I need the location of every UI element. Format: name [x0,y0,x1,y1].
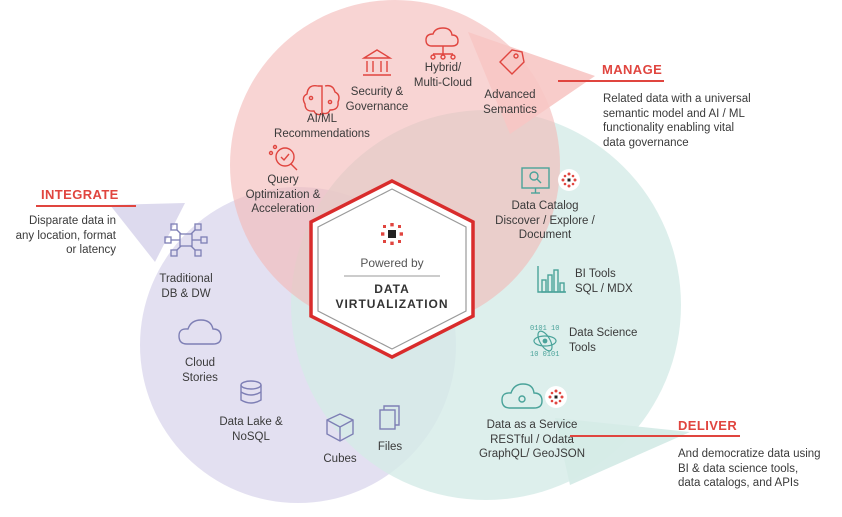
integrate-item-files: Files [377,441,403,453]
integrate-heading-underline [36,205,136,207]
manage-heading-underline [558,80,664,82]
manage-heading: MANAGE [602,62,663,77]
integrate-item-lake: Data Lake &NoSQL [219,416,283,443]
manage-item-security: Security &Governance [345,86,409,113]
tag-icon [499,49,525,75]
manage-wedge [468,32,595,134]
deliver-wedge [555,418,690,485]
brain-icon [302,84,340,116]
integrate-heading: INTEGRATE [41,187,119,202]
database-icon [240,380,262,404]
manage-item-hybrid: Hybrid/Multi-Cloud [413,62,473,89]
integrate-wedge [110,203,185,262]
deliver-heading: DELIVER [678,418,738,433]
cloud-gear-icon [501,383,543,409]
svg-text:0101 10: 0101 10 [530,325,559,333]
deliver-heading-underline [570,435,740,437]
cube-icon [326,413,354,442]
cloud-icon [178,319,222,345]
bar-chart-icon [537,266,566,293]
network-nodes-icon [164,223,208,257]
denodo-logo-icon [558,169,580,191]
center-powered-by: Powered by [360,256,424,270]
integrate-item-cubes: Cubes [323,453,357,465]
svg-text:10 0101: 10 0101 [530,351,559,359]
cloud-network-icon [425,27,459,60]
center-title-line2: VIRTUALIZATION [335,297,449,311]
query-magnifier-icon [268,144,298,171]
files-icon [379,405,400,430]
center-logo-icon [381,223,403,245]
binary-atom-icon: 0101 10 10 0101 [530,325,559,359]
denodo-logo-icon-2 [545,386,567,408]
bank-icon [361,49,393,76]
center-title-line1: DATA [374,282,410,296]
monitor-search-icon [521,167,550,194]
center-hexagon-inner [317,188,467,350]
